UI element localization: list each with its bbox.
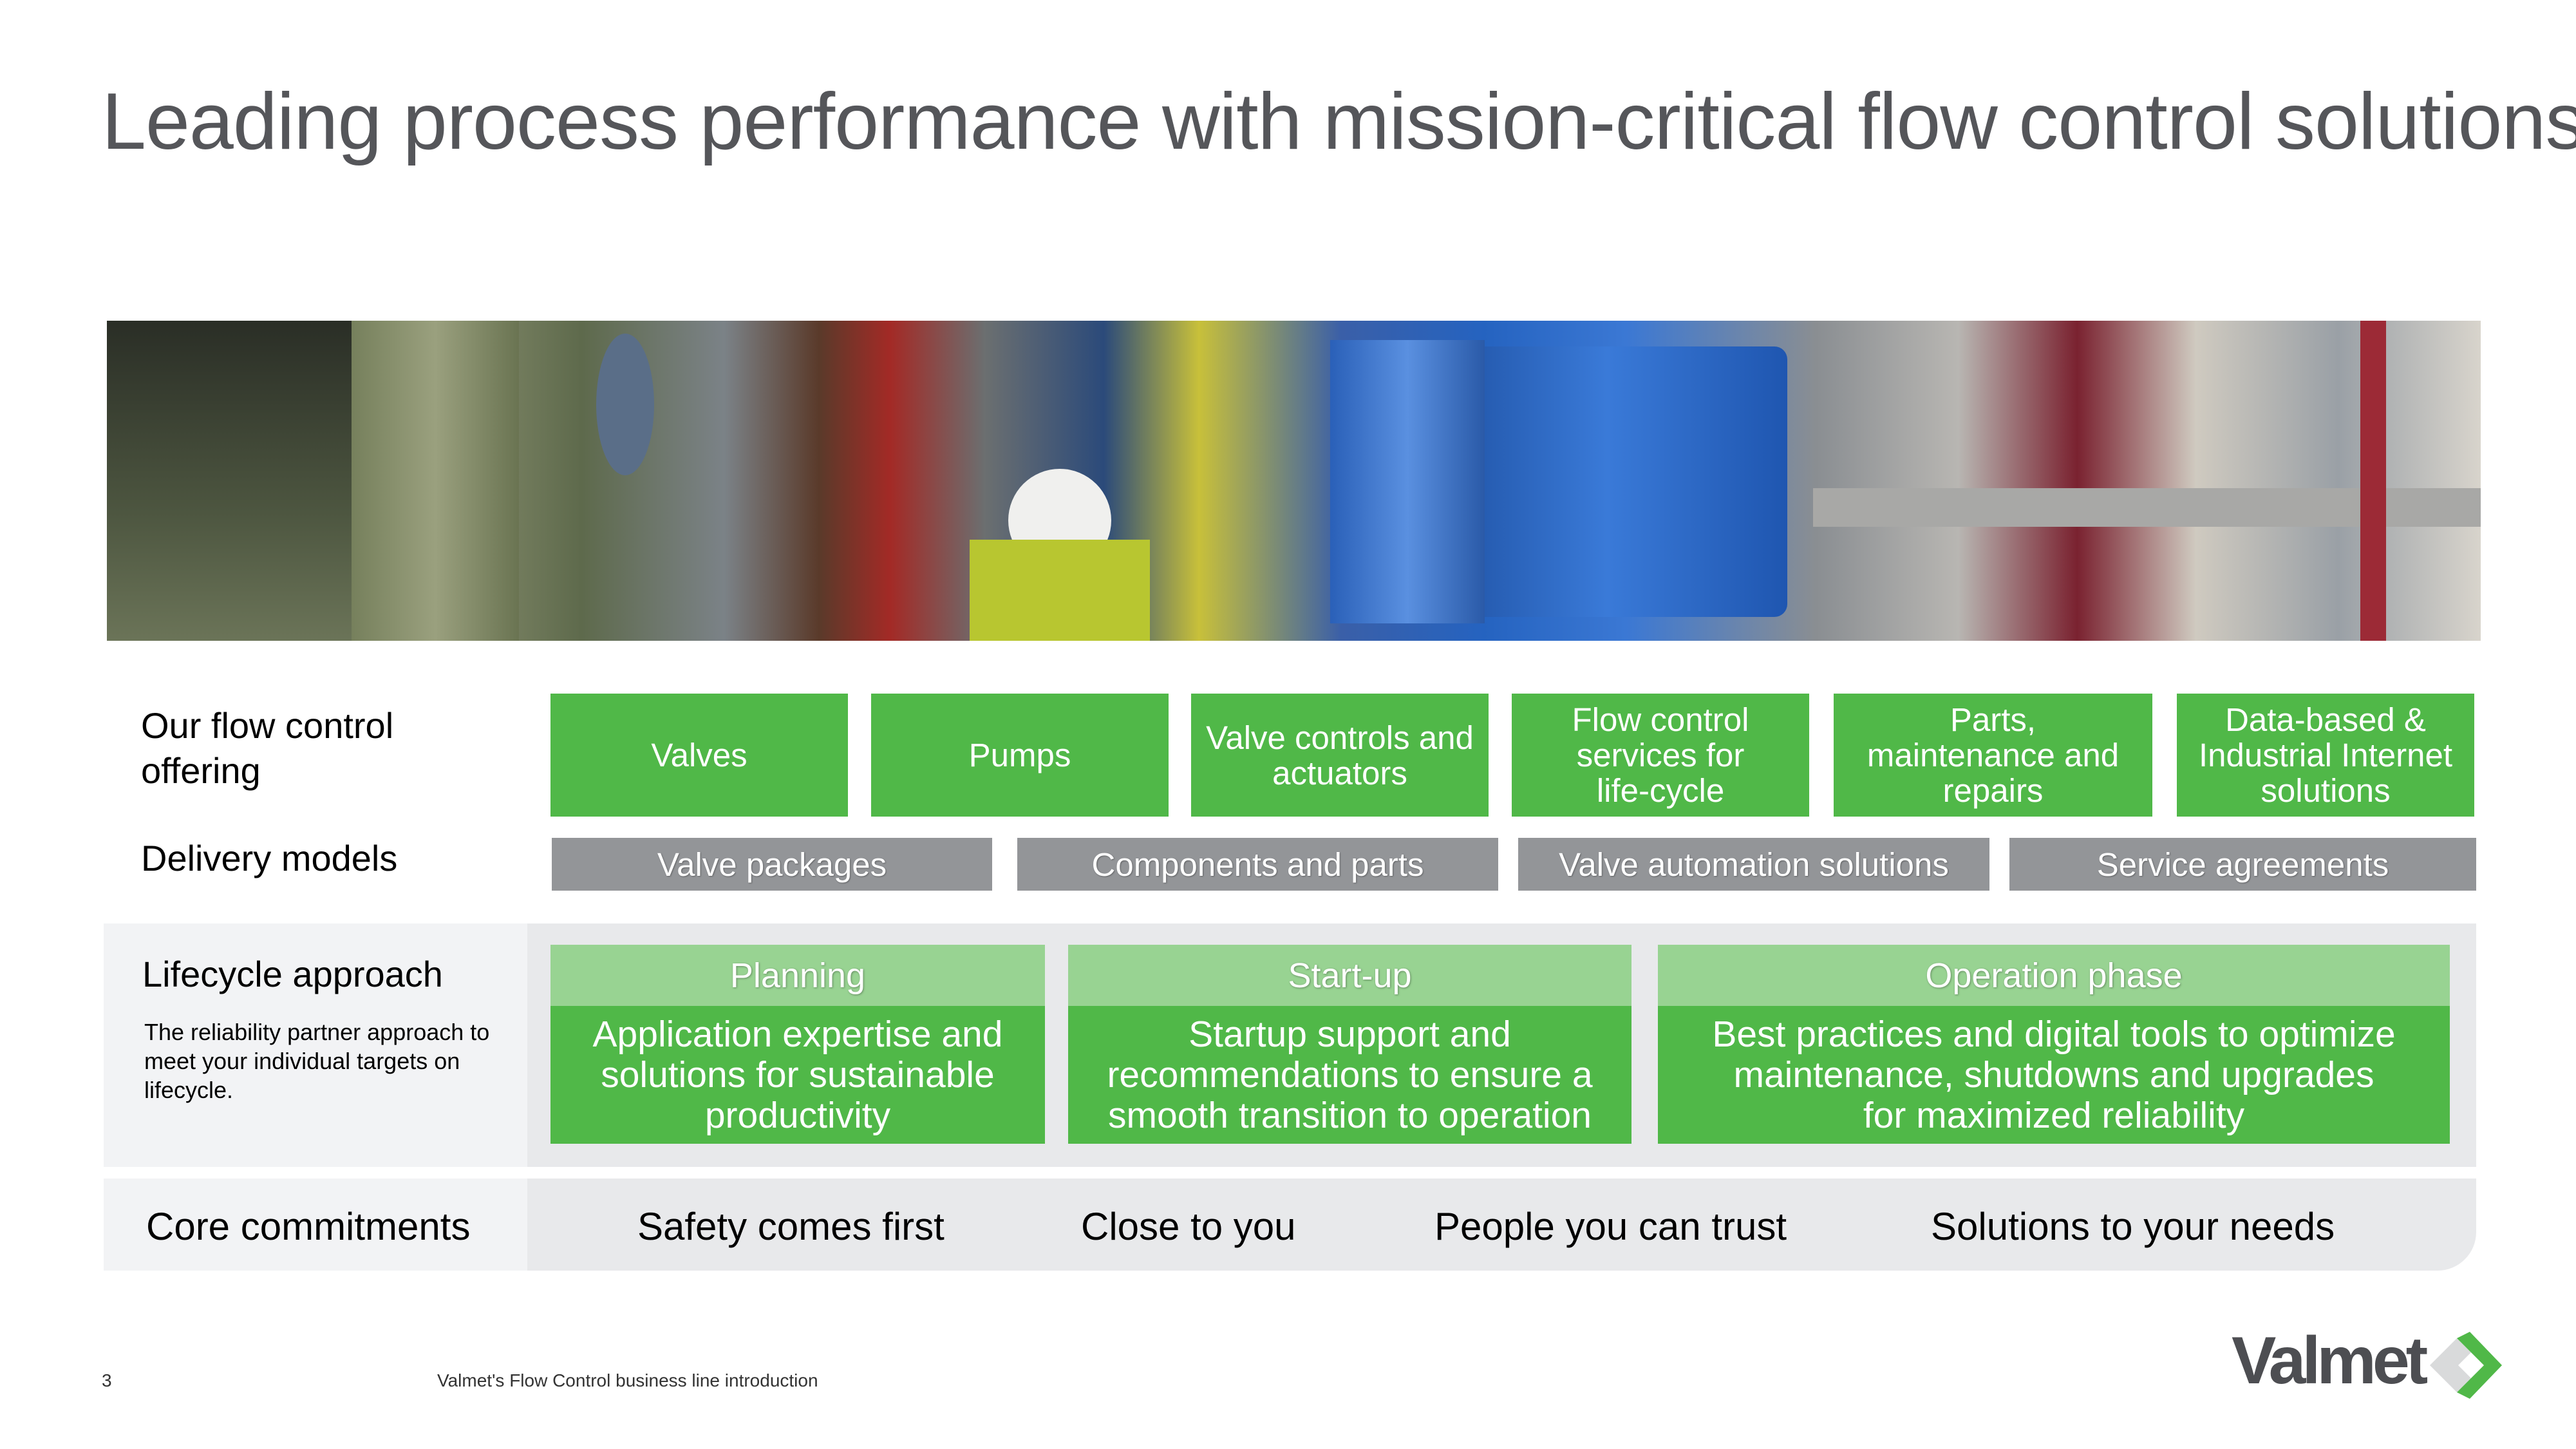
delivery-valve-automation: Valve automation solutions bbox=[1518, 838, 1989, 891]
core-item-solutions: Solutions to your needs bbox=[1931, 1205, 2335, 1248]
phase-planning: Planning Application expertise and solut… bbox=[550, 945, 1045, 1144]
lifecycle-description: The reliability partner approach to meet… bbox=[144, 1019, 490, 1103]
core-item-safety: Safety comes first bbox=[637, 1205, 945, 1248]
phase-body: Application expertise and solutions for … bbox=[550, 1006, 1045, 1144]
offering-valves: Valves bbox=[550, 694, 848, 817]
valmet-logo: Valmet bbox=[2232, 1323, 2502, 1404]
core-item-people: People you can trust bbox=[1434, 1205, 1787, 1248]
offering-label-line1: Our flow control bbox=[141, 705, 394, 746]
offering-parts-maintenance: Parts, maintenance and repairs bbox=[1834, 694, 2152, 817]
core-item-close: Close to you bbox=[1081, 1205, 1296, 1248]
delivery-components-parts: Components and parts bbox=[1017, 838, 1498, 891]
lifecycle-label-panel bbox=[104, 923, 527, 1167]
offering-label: Our flow control offering bbox=[141, 703, 393, 793]
page-title: Leading process performance with mission… bbox=[102, 77, 2576, 166]
offering-data-based: Data-based & Industrial Internet solutio… bbox=[2177, 694, 2474, 817]
industrial-plant-photo bbox=[107, 321, 2481, 641]
delivery-valve-packages: Valve packages bbox=[552, 838, 992, 891]
phase-startup: Start-up Startup support and recommendat… bbox=[1068, 945, 1631, 1144]
offering-flow-control-services: Flow control services for life-cycle bbox=[1512, 694, 1809, 817]
delivery-models-label: Delivery models bbox=[141, 838, 398, 878]
lifecycle-label: Lifecycle approach bbox=[142, 954, 443, 994]
page-number: 3 bbox=[102, 1370, 112, 1390]
footer-text: Valmet's Flow Control business line intr… bbox=[437, 1370, 818, 1390]
phase-operation: Operation phase Best practices and digit… bbox=[1658, 945, 2450, 1144]
core-label-panel bbox=[104, 1179, 527, 1271]
offering-label-line2: offering bbox=[141, 750, 261, 791]
phase-header: Operation phase bbox=[1658, 945, 2450, 1006]
phase-header: Start-up bbox=[1068, 945, 1631, 1006]
core-commitments-label: Core commitments bbox=[146, 1205, 471, 1248]
offering-valve-controls: Valve controls and actuators bbox=[1191, 694, 1489, 817]
offering-pumps: Pumps bbox=[871, 694, 1169, 817]
valmet-logo-mark: Valmet bbox=[2232, 1323, 2502, 1399]
phase-header: Planning bbox=[550, 945, 1045, 1006]
phase-body: Startup support and recommendations to e… bbox=[1068, 1006, 1631, 1144]
core-items-panel bbox=[527, 1179, 2476, 1271]
phase-body: Best practices and digital tools to opti… bbox=[1658, 1006, 2450, 1144]
delivery-service-agreements: Service agreements bbox=[2009, 838, 2476, 891]
svg-text:Valmet: Valmet bbox=[2232, 1327, 2428, 1398]
